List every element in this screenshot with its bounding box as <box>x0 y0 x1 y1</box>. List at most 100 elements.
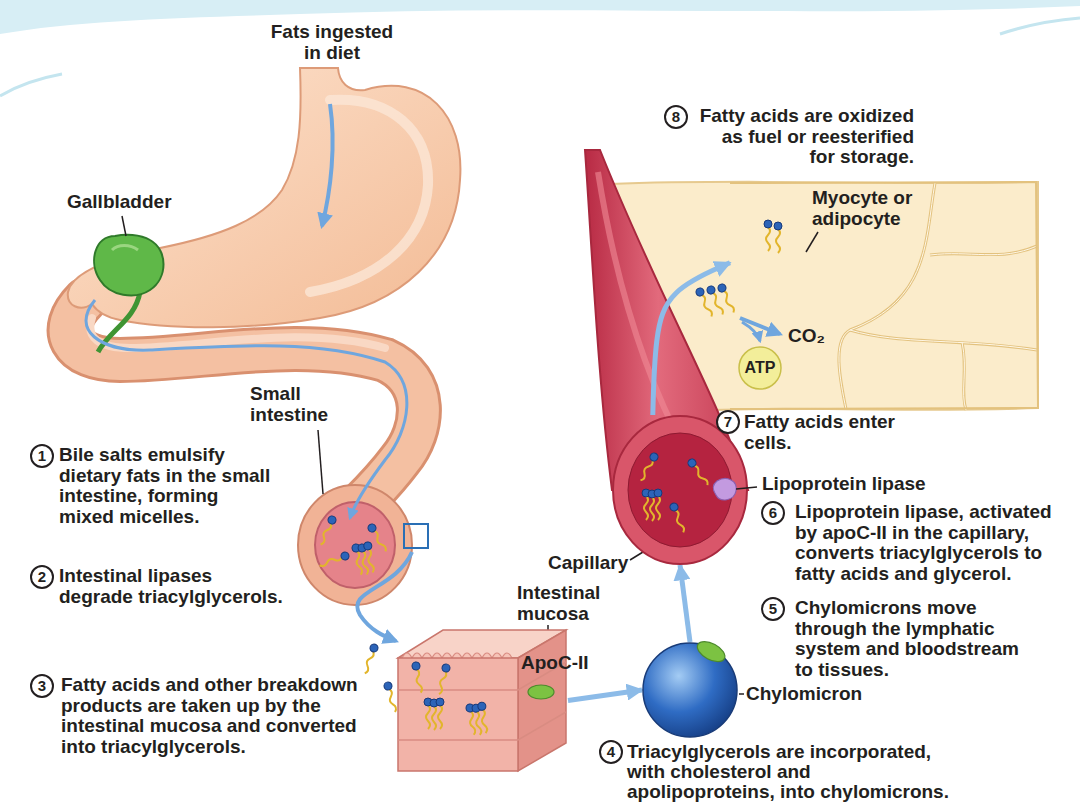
zoom-box <box>357 552 412 641</box>
label-holder: Fatty acids enter cells. <box>744 412 914 453</box>
callout-number: 2 <box>30 565 54 589</box>
leader-line <box>122 216 818 694</box>
label-holder: Intestinal lipases degrade triacylglycer… <box>59 566 287 607</box>
muscle-fat-tissue <box>962 342 966 410</box>
cell-uptake <box>742 322 760 341</box>
chylomicron-sphere: Chylomicron <box>642 642 738 738</box>
intestine-cross-section <box>318 551 350 569</box>
chylomicron-sphere-shape <box>642 642 738 738</box>
triacylglycerol <box>465 702 489 736</box>
part-label: Small intestine <box>250 384 345 425</box>
step-text: Fatty acids enter cells. <box>744 412 914 453</box>
slide-decoration <box>0 0 1080 34</box>
muscle-fat-tissue <box>850 330 1037 350</box>
mucosa-front-face <box>398 658 518 771</box>
intestine-cross-section <box>317 515 337 546</box>
flow-arrow <box>568 690 642 701</box>
triacylglycerol <box>642 489 662 521</box>
muscle-fat-tissue <box>850 330 1037 350</box>
leader-line <box>806 232 818 252</box>
cell-uptake <box>774 222 782 253</box>
capillary-vessel <box>598 172 686 452</box>
label-holder: Bile salts emulsify dietary fats in the … <box>59 445 274 527</box>
callout-number: 3 <box>30 674 54 698</box>
stomach <box>68 68 461 327</box>
part-label: Capillary <box>548 553 628 574</box>
stomach <box>322 104 333 226</box>
capillary-wall <box>613 416 747 564</box>
label-holder: Chylomicrons move through the lymphatic … <box>795 598 1025 680</box>
callout-number: 8 <box>664 105 688 129</box>
step-text: Intestinal lipases degrade triacylglycer… <box>59 566 287 607</box>
fatty-acid <box>686 457 710 487</box>
flow-arrow <box>680 565 690 642</box>
label-holder: 6 <box>761 501 785 525</box>
label-holder: 8 <box>664 105 688 129</box>
step-text: Fatty acids and other breakdown products… <box>61 675 361 757</box>
callout-number: 4 <box>599 740 623 764</box>
apolipoprotein-blob <box>694 637 728 665</box>
label-holder: 4 <box>599 740 623 764</box>
label-holder: Fatty acids are oxidized as fuel or rees… <box>692 106 914 168</box>
capillary-section-shape <box>612 415 748 565</box>
fatty-acid <box>637 452 659 483</box>
absorbed-fatty-acids <box>383 681 399 713</box>
step-text: Lipoprotein lipase, activated by apoC-II… <box>795 502 1057 584</box>
muscle-fat-tissue <box>962 342 966 410</box>
cell-uptake <box>717 283 737 314</box>
leader-line <box>630 552 643 560</box>
callout-number: 1 <box>30 444 54 468</box>
label-holder: CO₂ <box>788 326 825 347</box>
stomach <box>310 100 428 292</box>
tissue-layer-line <box>398 712 566 740</box>
gallbladder-organ <box>94 235 163 352</box>
muscle-fat-tissue <box>930 246 1037 255</box>
label-holder: 7 <box>716 410 740 434</box>
slide-decoration <box>1000 18 1080 34</box>
cell-region: Myocyte or adipocyteATP <box>730 180 1040 410</box>
callout-number: 5 <box>761 597 785 621</box>
molecule-label: ATP <box>745 359 776 377</box>
molecule-label: CO₂ <box>788 326 825 347</box>
label-holder: Lipoprotein lipase <box>762 474 926 495</box>
atp-circle: ATP <box>738 346 782 390</box>
part-label: Chylomicron <box>746 684 862 705</box>
label-holder: Fatty acids and other breakdown products… <box>61 675 361 757</box>
heading-label: Fats ingested in diet <box>268 22 396 63</box>
callout-number: 6 <box>761 501 785 525</box>
step-text: Fatty acids are oxidized as fuel or rees… <box>692 106 914 168</box>
label-holder: 1 <box>30 444 54 468</box>
label-holder: Small intestine <box>250 384 345 425</box>
intestine-cross-section <box>351 541 376 576</box>
atp-bubble <box>739 347 781 389</box>
label-holder: Triacylglycerols are incorporated, with … <box>627 742 949 802</box>
cell-uptake <box>695 220 782 341</box>
absorbed-fatty-acids <box>361 643 399 713</box>
stomach <box>68 68 461 327</box>
fatty-acid <box>411 661 424 693</box>
slide-decoration <box>0 0 1080 96</box>
fatty-acid <box>435 663 451 695</box>
mucosa-side-face <box>518 630 566 771</box>
leader-line <box>318 430 323 494</box>
label-holder: Lipoprotein lipase, activated by apoC-II… <box>795 502 1057 584</box>
gallbladder-organ <box>94 235 163 296</box>
part-label: Myocyte or adipocyte <box>812 188 920 229</box>
mucosa-block: Intestinal mucosa <box>398 628 568 773</box>
intestine-cross-section <box>315 502 395 588</box>
step-text: Triacylglycerols are incorporated, with … <box>627 742 949 802</box>
part-label: Intestinal mucosa <box>517 583 609 624</box>
apolipoprotein-blob <box>528 685 554 699</box>
leader-line <box>122 216 126 236</box>
triacylglycerol <box>424 698 444 730</box>
flow-arrow <box>653 263 730 415</box>
capillary-section: Capillary <box>612 415 748 565</box>
step-text: Chylomicrons move through the lymphatic … <box>795 598 1025 680</box>
zoom-box <box>357 524 428 641</box>
label-holder: Fats ingested in diet <box>268 22 396 63</box>
step-text: Bile salts emulsify dietary fats in the … <box>59 445 274 527</box>
label-holder: 5 <box>761 597 785 621</box>
gallbladder-organ <box>112 246 138 251</box>
label-holder: ApoC-II <box>521 653 589 674</box>
